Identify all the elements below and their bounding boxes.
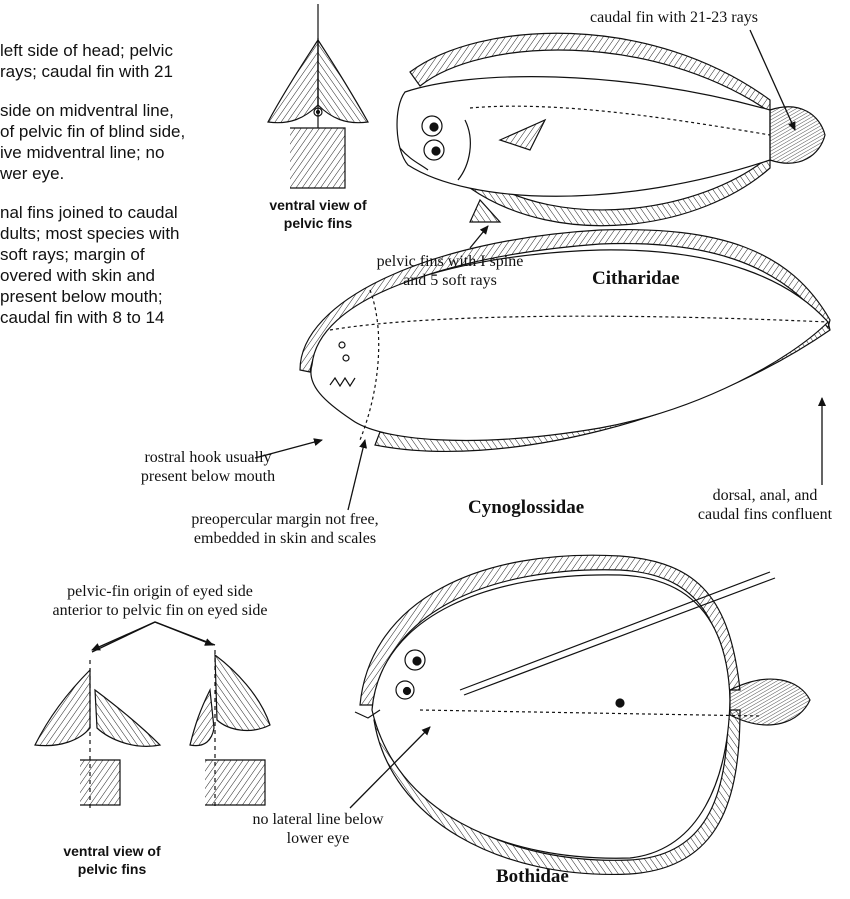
description-line-10: overed with skin and — [0, 265, 155, 286]
label-ventral-view-top: ventral view of pelvic fins — [248, 196, 388, 232]
family-cynoglossidae: Cynoglossidae — [468, 497, 584, 519]
description-line-5: ive midventral line; no — [0, 142, 164, 163]
citharidae-illustration — [397, 33, 825, 225]
label-rostral-hook: rostral hook usually present below mouth — [108, 448, 308, 486]
description-line-1: left side of head; pelvic — [0, 40, 173, 61]
label-pelvic-spine: pelvic fins with I spine and 5 soft rays — [340, 252, 560, 290]
ventral-view-pelvic-fins-bottom — [35, 650, 270, 810]
family-bothidae: Bothidae — [496, 866, 569, 888]
label-caudal-rays: caudal fin with 21-23 rays — [590, 8, 758, 27]
arrow-pelvic-origin — [92, 622, 215, 652]
ventral-view-pelvic-fins-top — [268, 4, 368, 188]
arrow-pelvic-spine — [470, 226, 488, 248]
description-line-3: side on midventral line, — [0, 100, 174, 121]
family-citharidae: Citharidae — [592, 268, 680, 290]
description-line-11: present below mouth; — [0, 286, 163, 307]
description-line-6: wer eye. — [0, 163, 64, 184]
description-line-7: nal fins joined to caudal — [0, 202, 178, 223]
arrow-preopercular — [348, 440, 365, 510]
label-no-lateral-line: no lateral line below lower eye — [218, 810, 418, 848]
description-line-2: rays; caudal fin with 21 — [0, 61, 173, 82]
label-confluent: dorsal, anal, and caudal fins confluent — [680, 486, 850, 524]
label-pelvic-origin: pelvic-fin origin of eyed side anterior … — [10, 582, 310, 620]
label-ventral-view-bottom: ventral view of pelvic fins — [42, 842, 182, 878]
description-line-9: soft rays; margin of — [0, 244, 145, 265]
description-line-12: caudal fin with 8 to 14 — [0, 307, 164, 328]
bothidae-illustration — [355, 555, 810, 874]
description-line-8: dults; most species with — [0, 223, 180, 244]
description-line-4: of pelvic fin of blind side, — [0, 121, 185, 142]
label-preopercular: preopercular margin not free, embedded i… — [150, 510, 420, 548]
